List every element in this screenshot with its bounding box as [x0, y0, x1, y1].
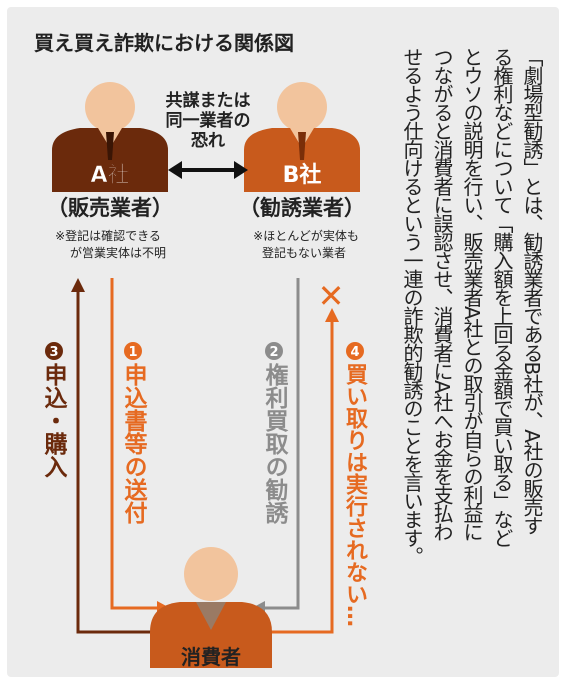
tie-icon [106, 132, 114, 160]
collusion-note-line3: 恐れ [191, 131, 225, 151]
tie-icon [298, 132, 306, 160]
arrow-step-4 [252, 308, 339, 634]
consumer-body [150, 602, 272, 668]
consumer-figure [150, 547, 272, 668]
company-b-note-line1: ※ほとんどが実体も [253, 228, 359, 243]
company-a-note-line1: ※登記は確認できる [55, 228, 161, 243]
step-2-badge: 2 [265, 342, 283, 360]
company-b-figure [244, 82, 360, 192]
not-executed-x-icon: ✕ [318, 277, 345, 315]
explanation-line-3: とウソの説明を行い、販売業者A社との取引が自らの利益に [460, 47, 484, 541]
step-3-text: 申込・購入 [40, 363, 66, 478]
svg-text:1: 1 [128, 345, 137, 360]
step-3-badge: 3 [45, 342, 63, 360]
svg-text:2: 2 [269, 345, 278, 360]
step-4-text: 買い取りは実行されない… [342, 363, 367, 627]
company-b-head [277, 82, 327, 132]
explanation-line-4: つながると消費者に誤認させ、消費者にA社へお金を支払わ [430, 47, 454, 541]
company-a-head [85, 82, 135, 132]
company-a-name: A社 [90, 162, 129, 188]
company-b-name: B社 [283, 162, 322, 188]
company-b-role: （勧誘業者） [239, 196, 365, 220]
svg-text:3: 3 [49, 345, 58, 360]
company-a-role: （販売業者） [47, 196, 173, 220]
company-b-note-line2: 登記もない業者 [262, 245, 346, 260]
double-arrow-icon [168, 161, 248, 179]
svg-text:4: 4 [350, 345, 359, 360]
arrow-step-3 [71, 278, 160, 634]
step-4-badge: 4 [346, 342, 364, 360]
page-title: 買え買え詐欺における関係図 [34, 31, 294, 55]
diagram-panel: 買え買え詐欺における関係図 A社 （販売業者） ※登記は確認できる が営業実体は… [7, 7, 559, 677]
explanation-line-2: る権利などについて「購入額を上回る金額で買い取る」など [490, 47, 514, 547]
collusion-note-line2: 同一業者の [166, 110, 251, 131]
collusion-note-line1: 共謀または [166, 90, 251, 111]
explanation-line-1: 「劇場型勧誘」とは、勧誘業者であるB社が、A社の販売す [520, 47, 544, 534]
step-1-text: 申込書等の送付 [120, 363, 146, 524]
consumer-label: 消費者 [181, 645, 241, 669]
step-2-text: 権利買取の勧誘 [261, 363, 287, 524]
step-1-badge: 1 [124, 342, 142, 360]
explanation-line-5: せるよう仕向けるという一連の詐欺的勧誘のことを言います。 [400, 47, 424, 565]
company-a-figure [52, 82, 168, 192]
consumer-head [184, 547, 238, 601]
company-a-note-line2: が営業実体は不明 [70, 245, 166, 260]
relationship-diagram: 買え買え詐欺における関係図 A社 （販売業者） ※登記は確認できる が営業実体は… [34, 31, 365, 669]
